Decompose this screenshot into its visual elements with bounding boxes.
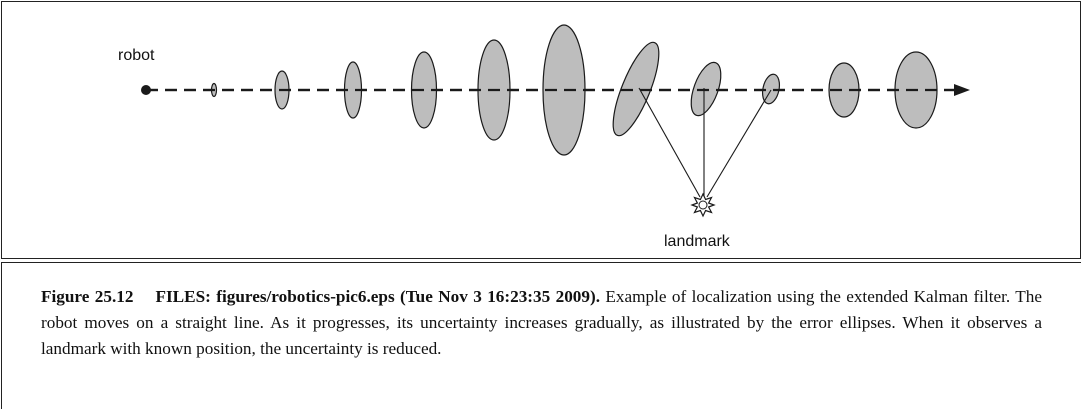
figure-number: Figure 25.12 <box>41 287 134 306</box>
observation-line <box>638 87 701 198</box>
figure-caption: Figure 25.12 FILES: figures/robotics-pic6… <box>41 284 1042 362</box>
observation-line <box>706 89 772 198</box>
figure-box <box>1 1 1081 259</box>
landmark-star-icon <box>690 192 716 218</box>
direction-arrowhead-icon <box>954 84 970 96</box>
ekf-localization-diagram: robot landmark <box>118 24 970 250</box>
caption-left-rule <box>1 262 2 409</box>
caption-text: Example of localization using the extend… <box>41 287 1043 358</box>
error-ellipse-observing <box>612 41 660 137</box>
landmark-label: landmark <box>664 233 731 250</box>
figure-files: FILES: figures/robotics-pic6.eps (Tue No… <box>155 287 601 306</box>
caption-divider <box>1 262 1081 263</box>
robot-label: robot <box>118 47 155 64</box>
